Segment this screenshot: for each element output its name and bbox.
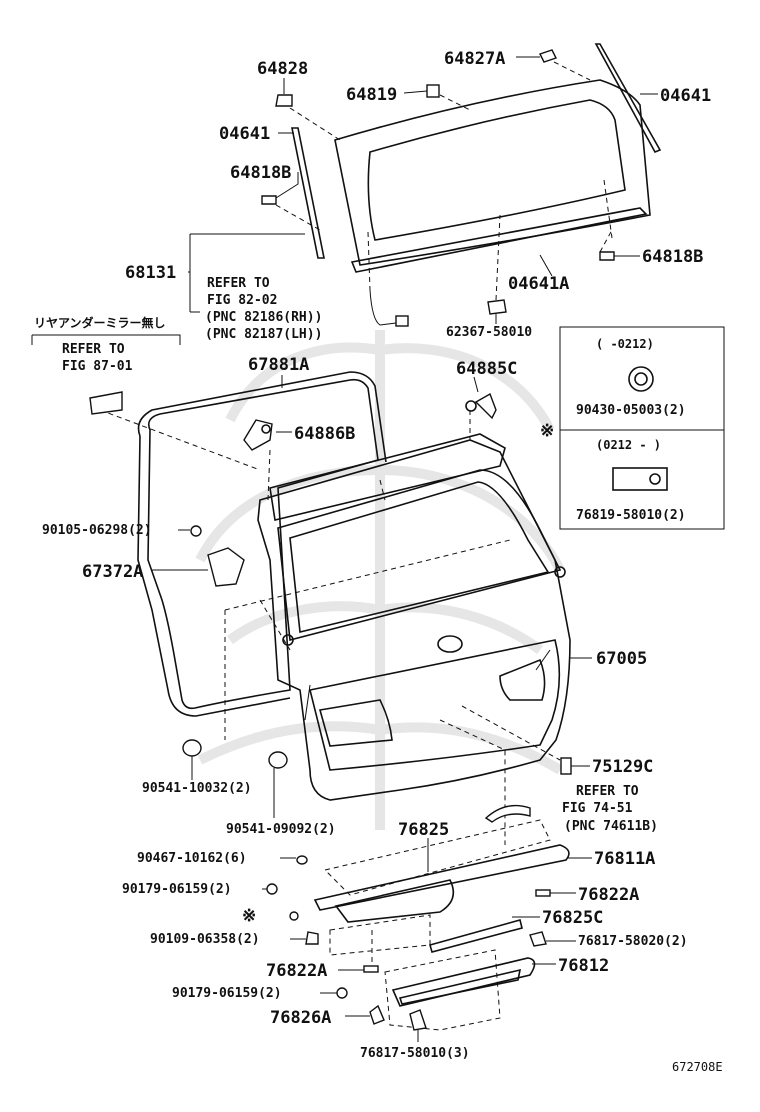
label-04641-top: 04641	[660, 86, 711, 106]
label-75129C: 75129C	[592, 757, 653, 777]
hinge-64885C	[465, 392, 497, 420]
refer-82-line4: (PNC 82187(LH))	[205, 327, 322, 342]
clip-76822A-right	[535, 889, 551, 897]
cushion-90541-10032	[182, 739, 202, 757]
bracket-76817-58010	[409, 1009, 427, 1031]
label-90541-10032: 90541-10032(2)	[142, 781, 252, 796]
garnish-76825C	[429, 919, 523, 953]
inset-top-range: ( -0212)	[596, 337, 654, 351]
label-76826A: 76826A	[270, 1008, 331, 1028]
garnish-76812	[391, 957, 536, 1007]
inset-ref-mark: ※	[540, 421, 554, 441]
label-64818B-right: 64818B	[642, 247, 703, 267]
label-64828: 64828	[257, 59, 308, 79]
label-90179-06159-b: 90179-06159(2)	[172, 986, 282, 1001]
refer-74-line2: FIG 74-51	[562, 801, 633, 816]
clip-64818B-right	[599, 251, 615, 261]
glass-moulding-lower-04641A	[350, 207, 648, 273]
screw-90109-06358	[305, 931, 319, 945]
label-plate	[89, 391, 123, 415]
diagram-id: 672708E	[672, 1060, 723, 1074]
label-90541-09092: 90541-09092(2)	[226, 822, 336, 837]
label-67005: 67005	[596, 649, 647, 669]
defogger-wire-connector	[369, 289, 409, 327]
label-62367-58010: 62367-58010	[446, 325, 532, 340]
label-67372A: 67372A	[82, 562, 143, 582]
refer-74-line3: (PNC 74611B)	[564, 819, 658, 834]
part-labels: 64828 64827A 64819 04641 04641 64818B 64…	[42, 49, 711, 1061]
inset-labels: ( -0212) 90430-05003(2) (0212 - ) 76819-…	[576, 337, 686, 523]
label-68131: 68131	[125, 263, 176, 283]
label-90109-06358: 90109-06358(2)	[150, 932, 260, 947]
refer-82-line3: (PNC 82186(RH))	[205, 310, 322, 325]
label-76817-58010: 76817-58010(3)	[360, 1046, 470, 1061]
back-door-panel-67005	[257, 433, 571, 801]
label-76825: 76825	[398, 820, 449, 840]
washer-90179-06159-a	[266, 883, 278, 895]
bracket-76817-58020	[529, 931, 547, 947]
garnish-dashed-box	[324, 819, 551, 1031]
bracket-62367-58010	[487, 299, 507, 315]
inset-panel	[559, 326, 725, 530]
clip-64828	[275, 94, 293, 107]
label-76822A-right: 76822A	[578, 885, 639, 905]
refer-87-line1: REFER TO	[62, 342, 125, 357]
label-76822A-left: 76822A	[266, 961, 327, 981]
bolt-90105-06298	[190, 525, 202, 537]
label-leader-lines	[31, 56, 658, 1042]
glass-moulding-right-04641	[594, 43, 662, 154]
label-90179-06159-a: 90179-06159(2)	[122, 882, 232, 897]
clip-90467-10162	[296, 855, 308, 865]
watermark	[195, 330, 565, 830]
refer-82-line1: REFER TO	[207, 276, 270, 291]
inset-top-part: 90430-05003(2)	[576, 403, 686, 418]
mirror-note-jp: リヤアンダーミラー無し	[34, 315, 166, 330]
clip-ref-mark	[289, 911, 299, 921]
label-76812: 76812	[558, 956, 609, 976]
refer-87-line2: FIG 87-01	[62, 359, 133, 374]
label-90105-06298: 90105-06298(2)	[42, 523, 152, 538]
washer-90179-06159-b	[336, 987, 348, 999]
glass-dashed-leaders	[275, 61, 613, 301]
label-76811A: 76811A	[594, 849, 655, 869]
label-90467-10162: 90467-10162(6)	[137, 851, 247, 866]
handle-74611B	[484, 804, 531, 823]
label-64819: 64819	[346, 85, 397, 105]
label-64818B-left: 64818B	[230, 163, 291, 183]
label-04641-left: 04641	[219, 124, 270, 144]
switch-75129C	[560, 757, 572, 775]
clip-64819	[426, 84, 440, 98]
clip-64827A	[539, 49, 557, 63]
refer-74-line1: REFER TO	[576, 784, 639, 799]
clip-64818B-left	[261, 195, 277, 205]
door-dashed-leaders	[99, 409, 561, 845]
glass-moulding-left-04641	[291, 127, 325, 259]
back-door-glass	[334, 79, 651, 266]
clip-ref-mark-label: ※	[242, 906, 256, 926]
reference-notes: REFER TO FIG 82-02 (PNC 82186(RH)) (PNC …	[34, 276, 658, 926]
clip-76822A-left	[363, 965, 379, 973]
label-67881A: 67881A	[248, 355, 309, 375]
hinge-64886B	[243, 419, 273, 451]
label-64827A: 64827A	[444, 49, 505, 69]
damper-stay-67372A	[207, 547, 245, 587]
label-64885C: 64885C	[456, 359, 517, 379]
inset-bottom-range: (0212 - )	[596, 438, 661, 452]
weatherstrip-67881A	[137, 371, 387, 717]
nut-76826A	[369, 1004, 385, 1025]
cushion-90541-09092	[268, 751, 288, 769]
refer-82-line2: FIG 82-02	[207, 293, 277, 308]
label-76817-58020: 76817-58020(2)	[578, 934, 688, 949]
garnish-76811A	[313, 844, 570, 923]
inset-bottom-part: 76819-58010(2)	[576, 508, 686, 523]
label-64886B: 64886B	[294, 424, 355, 444]
label-04641A: 04641A	[508, 274, 569, 294]
label-76825C: 76825C	[542, 908, 603, 928]
